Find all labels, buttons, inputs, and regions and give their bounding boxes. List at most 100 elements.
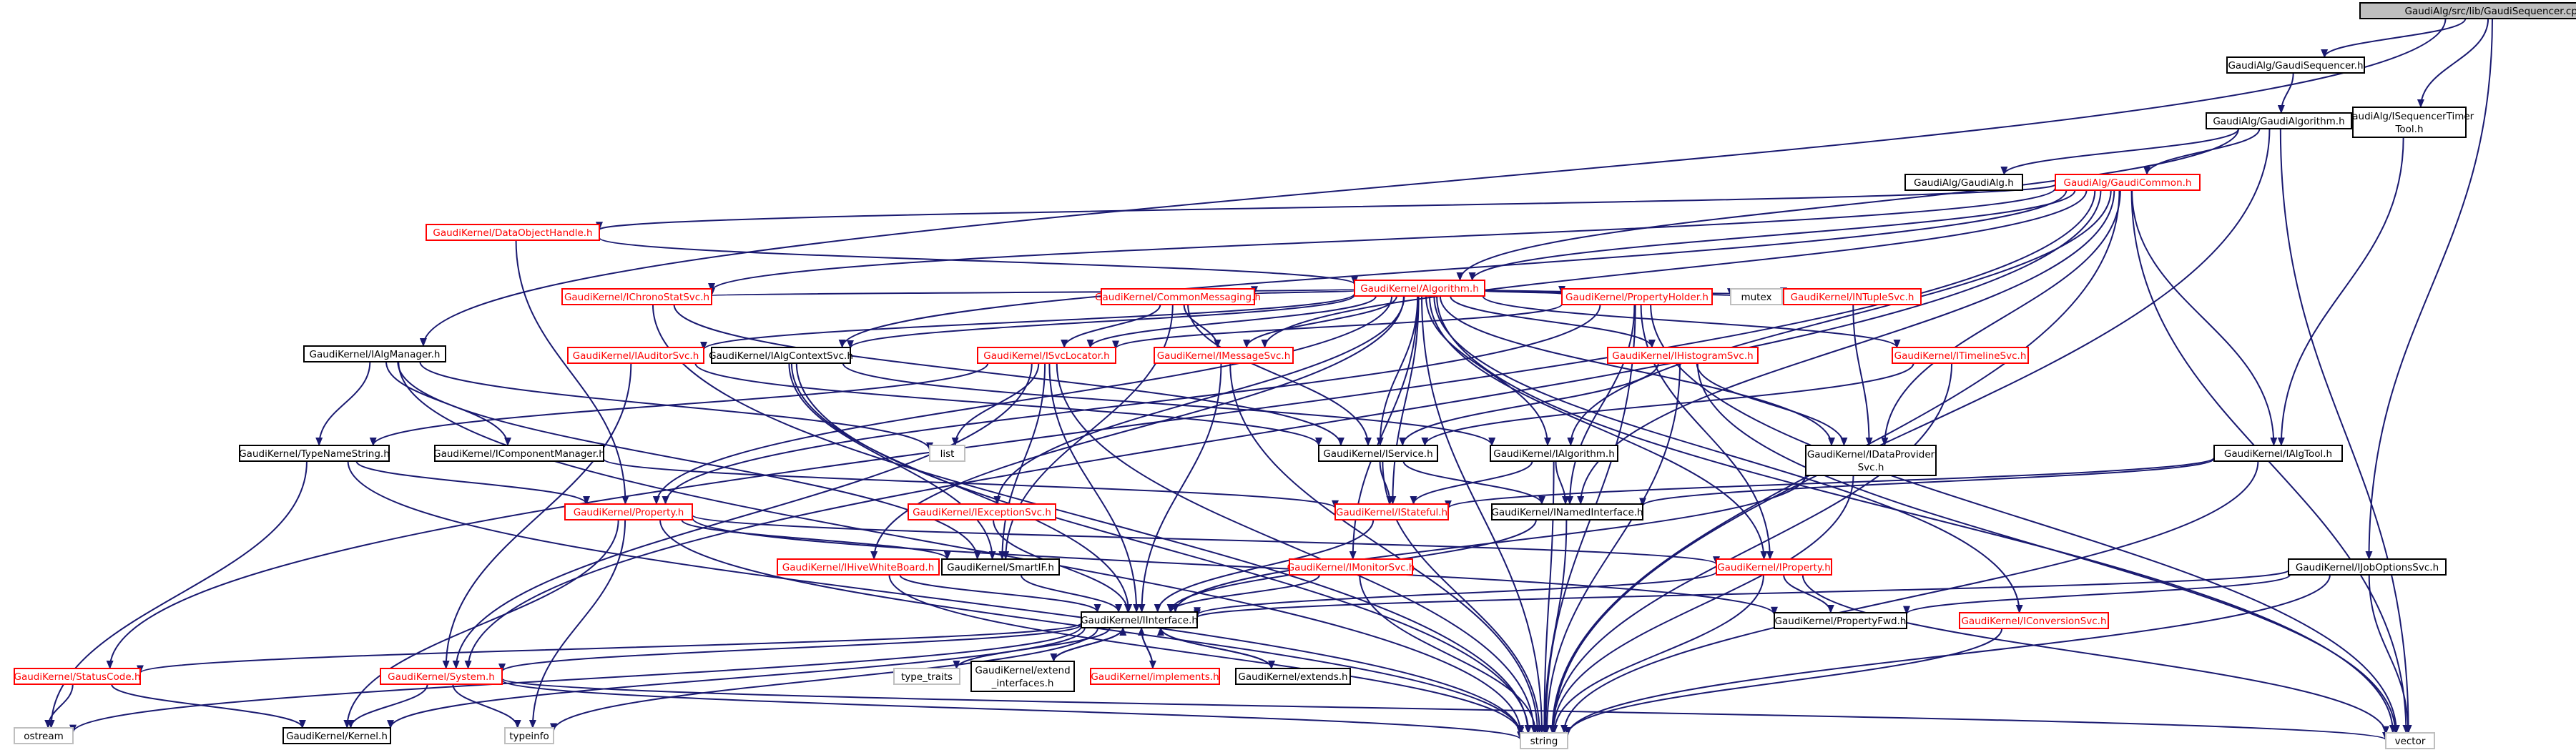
node-iexceptionsvc[interactable]: GaudiKernel/IExceptionSvc.h	[908, 503, 1056, 520]
edge-typenamestring-to-property	[355, 460, 590, 505]
node-typenamestring[interactable]: GaudiKernel/TypeNameString.h	[239, 445, 390, 462]
edge-componentmgr-to-istateful	[603, 458, 1339, 509]
node-box	[1730, 288, 1783, 305]
edge-commonmsg-to-imessagesvc	[1183, 304, 1221, 348]
edge-commonmsg-to-smartif	[1002, 304, 1174, 560]
node-label: typeinfo	[509, 731, 549, 742]
edge-ialgmanager-to-list	[419, 361, 933, 451]
node-box	[2352, 107, 2467, 138]
node-ialgcontextsvc[interactable]: GaudiKernel/IAlgContextSvc.h	[709, 347, 853, 364]
edge-typenamestring-to-string	[347, 460, 1524, 736]
edge-smartif-to-iinterface	[1020, 574, 1123, 613]
node-seq_h[interactable]: GaudiAlg/GaudiSequencer.h	[2226, 56, 2365, 74]
node-iservice[interactable]: GaudiKernel/IService.h	[1318, 445, 1438, 462]
node-ihistogramsvc[interactable]: GaudiKernel/IHistogramSvc.h	[1607, 347, 1759, 364]
node-ijoboptionssvc[interactable]: GaudiKernel/IJobOptionsSvc.h	[2288, 558, 2447, 576]
node-implements[interactable]: GaudiKernel/implements.h	[1090, 668, 1220, 685]
node-propholder[interactable]: GaudiKernel/PropertyHolder.h	[1561, 288, 1713, 305]
node-label: GaudiKernel/IDataProvider	[1807, 449, 1935, 460]
node-box	[2288, 558, 2447, 576]
node-dataobjhandle[interactable]: GaudiKernel/DataObjectHandle.h	[426, 224, 600, 241]
node-ialgorithm[interactable]: GaudiKernel/IAlgorithm.h	[1490, 445, 1618, 462]
node-typeinfo: typeinfo	[504, 727, 554, 744]
node-galgorithm[interactable]: GaudiAlg/GaudiAlgorithm.h	[2206, 112, 2352, 129]
edge-ialgtool-to-inamedinterface	[1639, 458, 2215, 507]
node-extend_interfaces[interactable]: GaudiKernel/extend_interfaces.h	[970, 661, 1075, 692]
node-iproperty[interactable]: GaudiKernel/IProperty.h	[1716, 558, 1832, 576]
node-box	[1774, 612, 1907, 629]
edge-statuscode-to-kernel	[111, 684, 306, 729]
edge-chronostat-to-string	[652, 304, 1532, 734]
edge-system-to-kernel	[347, 684, 428, 729]
edge-iinterface-to-statuscode	[137, 622, 1082, 674]
node-iinterface[interactable]: GaudiKernel/IInterface.h	[1081, 611, 1198, 628]
node-isvclocator[interactable]: GaudiKernel/ISvcLocator.h	[977, 347, 1116, 364]
node-label: ostream	[24, 731, 64, 742]
node-label: GaudiKernel/implements.h	[1091, 671, 1219, 683]
node-label: Svc.h	[1858, 462, 1884, 473]
node-imonitorsvc[interactable]: GaudiKernel/IMonitorSvc.h	[1287, 558, 1415, 576]
node-box	[1491, 503, 1643, 520]
edge-ialgorithm-to-inamedinterface	[1555, 460, 1570, 505]
node-imessagesvc[interactable]: GaudiKernel/IMessageSvc.h	[1154, 347, 1294, 364]
edge-propholder-to-property	[662, 304, 1601, 505]
node-propertyfwd[interactable]: GaudiKernel/PropertyFwd.h	[1774, 612, 1907, 629]
node-itimelinesvc[interactable]: GaudiKernel/ITimelineSvc.h	[1892, 347, 2029, 364]
node-label: GaudiKernel/IMonitorSvc.h	[1287, 562, 1415, 573]
node-label: GaudiKernel/IAlgorithm.h	[1493, 448, 1615, 460]
edge-galgorithm-to-algorithm	[1456, 128, 2240, 281]
edge-algorithm-to-itimelinesvc	[1482, 295, 1901, 348]
edge-ialgmanager-to-typenamestring	[315, 361, 371, 446]
node-algorithm[interactable]: GaudiKernel/Algorithm.h	[1354, 280, 1485, 297]
node-commonmsg[interactable]: GaudiKernel/CommonMessaging.h	[1095, 288, 1261, 305]
node-box	[1561, 288, 1713, 305]
node-ostream: ostream	[14, 727, 74, 744]
node-box	[561, 288, 712, 305]
node-gcommon[interactable]: GaudiAlg/GaudiCommon.h	[2055, 174, 2201, 191]
node-extends[interactable]: GaudiKernel/extends.h	[1235, 668, 1351, 685]
edge-isvclocator-to-system	[452, 362, 1033, 669]
node-componentmgr[interactable]: GaudiKernel/IComponentManager.h	[433, 445, 605, 462]
node-system[interactable]: GaudiKernel/System.h	[380, 668, 503, 685]
edge-gcommon-to-system	[464, 189, 2102, 669]
edge-iinterface-to-ostream	[69, 626, 1082, 734]
node-label: GaudiKernel/IService.h	[1323, 448, 1432, 460]
node-ialgmanager[interactable]: GaudiKernel/IAlgManager.h	[303, 345, 446, 362]
node-box	[977, 347, 1116, 364]
edge-commonmsg-to-isvclocator	[1061, 304, 1161, 348]
edge-iauditorsvc-to-system	[442, 362, 632, 669]
edge-algorithm-to-commonmsg	[1251, 285, 1355, 295]
node-chronostat[interactable]: GaudiKernel/IChronoStatSvc.h	[561, 288, 712, 305]
node-property[interactable]: GaudiKernel/Property.h	[564, 503, 693, 520]
node-istateful[interactable]: GaudiKernel/IStateful.h	[1334, 503, 1449, 520]
edge-iauditorsvc-to-iservice	[694, 362, 1322, 447]
edge-commonmsg-to-iservice	[1187, 304, 1372, 446]
edge-inamedinterface-to-string	[1541, 519, 1568, 734]
edge-istateful-to-iinterface	[1154, 519, 1375, 613]
node-box	[1892, 347, 2029, 364]
node-layer: GaudiAlg/src/lib/GaudiSequencer.cppGaudi…	[14, 2, 2576, 749]
node-label: GaudiKernel/IAlgManager.h	[310, 349, 441, 360]
node-kernel[interactable]: GaudiKernel/Kernel.h	[282, 727, 391, 744]
edge-statuscode-to-ostream	[44, 684, 74, 729]
node-box	[1490, 445, 1618, 462]
node-ntuplesvc[interactable]: GaudiKernel/INTupleSvc.h	[1783, 288, 1922, 305]
node-box	[1318, 445, 1438, 462]
node-ialgtool[interactable]: GaudiKernel/IAlgTool.h	[2213, 445, 2343, 462]
edge-ihivewhiteboard-to-iinterface	[899, 574, 1101, 613]
node-smartif[interactable]: GaudiKernel/SmartIF.h	[941, 558, 1060, 576]
node-iauditorsvc[interactable]: GaudiKernel/IAuditorSvc.h	[567, 347, 704, 364]
node-statuscode[interactable]: GaudiKernel/StatusCode.h	[14, 668, 141, 685]
node-inamedinterface[interactable]: GaudiKernel/INamedInterface.h	[1491, 503, 1643, 520]
node-root[interactable]: GaudiAlg/src/lib/GaudiSequencer.cpp	[2359, 2, 2576, 19]
node-box	[239, 445, 390, 462]
node-label: GaudiKernel/IJobOptionsSvc.h	[2296, 562, 2439, 573]
node-ihivewhiteboard[interactable]: GaudiKernel/IHiveWhiteBoard.h	[777, 558, 940, 576]
edge-ntuplesvc-to-idataprovider	[1852, 304, 1873, 446]
edge-gcommon-to-dataobjhandle	[596, 184, 2056, 231]
node-label: GaudiKernel/IConversionSvc.h	[1961, 616, 2106, 627]
node-galg[interactable]: GaudiAlg/GaudiAlg.h	[1904, 174, 2023, 191]
node-iconversionsvc[interactable]: GaudiKernel/IConversionSvc.h	[1959, 612, 2109, 629]
